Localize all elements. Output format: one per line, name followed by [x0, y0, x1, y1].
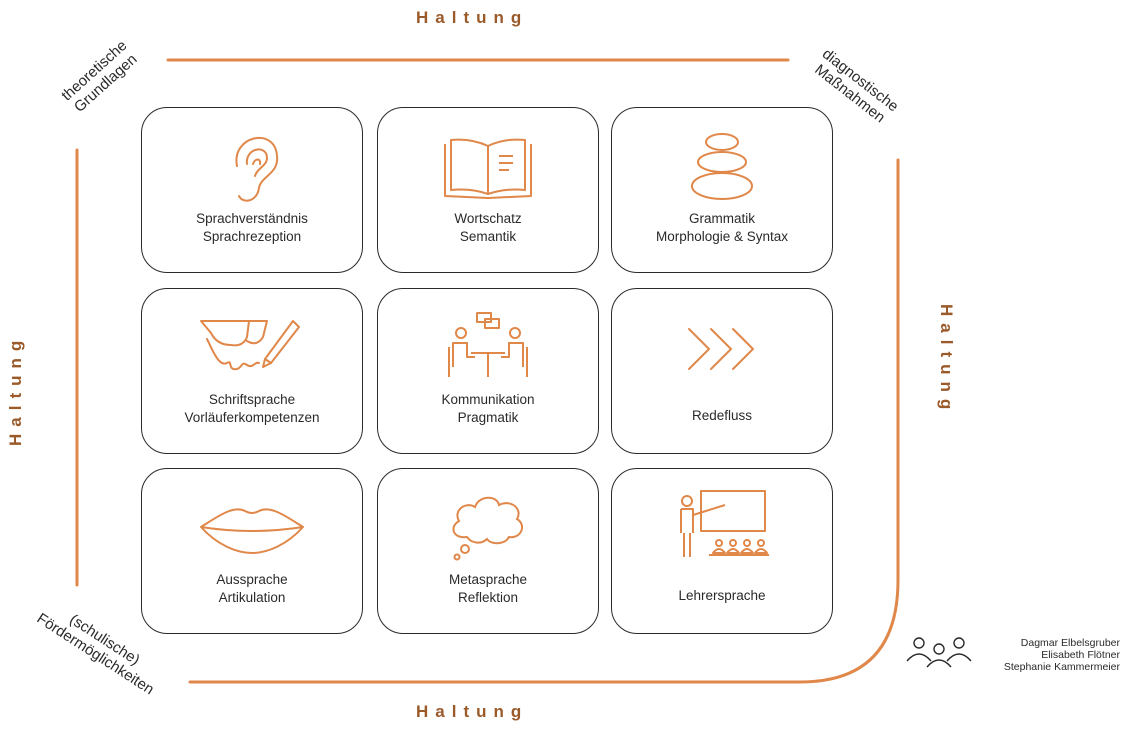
card-label-line: Reflektion [457, 590, 519, 605]
open-book-icon [444, 138, 532, 199]
card-aussprache: Aussprache Artikulation [141, 468, 363, 634]
author-name: Dagmar Elbelsgruber [1020, 637, 1120, 649]
card-label-line: Aussprache [216, 572, 288, 587]
card-sprachverstaendnis: Sprachverständnis Sprachrezeption [141, 107, 363, 273]
haltung-label-top: Haltung [416, 8, 529, 27]
thought-cloud-icon [452, 496, 524, 561]
author-names: Dagmar Elbelsgruber Elisabeth Flötner St… [955, 637, 1120, 673]
card-label: Lehrersprache [612, 587, 832, 605]
card-label-line: Grammatik [688, 211, 755, 226]
stacked-stones-icon [691, 133, 753, 200]
card-label-line: Wortschatz [454, 211, 522, 226]
card-label: Sprachverständnis Sprachrezeption [142, 210, 362, 246]
card-label: Kommunikation Pragmatik [378, 391, 598, 427]
card-label: Schriftsprache Vorläuferkompetenzen [142, 391, 362, 427]
card-label-line: Semantik [459, 229, 517, 244]
card-label-line: Sprachverständnis [196, 211, 308, 226]
card-wortschatz: Wortschatz Semantik [377, 107, 599, 273]
haltung-label-bottom: Haltung [416, 702, 529, 721]
haltung-label-right: Haltung [937, 304, 956, 417]
people-talking-icon [448, 312, 528, 377]
card-label: Metasprache Reflektion [378, 571, 598, 607]
card-label-line: Redefluss [691, 408, 753, 423]
card-grammatik: Grammatik Morphologie & Syntax [611, 107, 833, 273]
author-name: Stephanie Kammermeier [1003, 661, 1120, 673]
card-kommunikation: Kommunikation Pragmatik [377, 288, 599, 454]
card-label-line: Metasprache [448, 572, 528, 587]
glasses-pen-icon [200, 320, 300, 371]
lips-icon [200, 508, 304, 554]
card-label: Grammatik Morphologie & Syntax [612, 210, 832, 246]
haltung-label-left: Haltung [6, 333, 25, 446]
teacher-board-icon [680, 490, 769, 557]
card-label: Aussprache Artikulation [142, 571, 362, 607]
card-label-line: Vorläuferkompetenzen [184, 410, 320, 425]
ear-icon [235, 137, 279, 202]
card-schriftsprache: Schriftsprache Vorläuferkompetenzen [141, 288, 363, 454]
card-label: Redefluss [612, 407, 832, 425]
card-label-line: Pragmatik [457, 410, 519, 425]
author-name: Elisabeth Flötner [1041, 649, 1120, 661]
people-group-icon [906, 637, 972, 668]
card-label-line: Morphologie & Syntax [655, 229, 789, 244]
card-metasprache: Metasprache Reflektion [377, 468, 599, 634]
card-label: Wortschatz Semantik [378, 210, 598, 246]
card-label-line: Schriftsprache [208, 392, 296, 407]
card-label-line: Kommunikation [441, 392, 535, 407]
card-redefluss: Redefluss [611, 288, 833, 454]
card-label-line: Artikulation [218, 590, 286, 605]
card-label-line: Lehrersprache [678, 588, 766, 603]
card-label-line: Sprachrezeption [202, 229, 302, 244]
card-lehrersprache: Lehrersprache [611, 468, 833, 634]
chevrons-icon [688, 328, 754, 370]
